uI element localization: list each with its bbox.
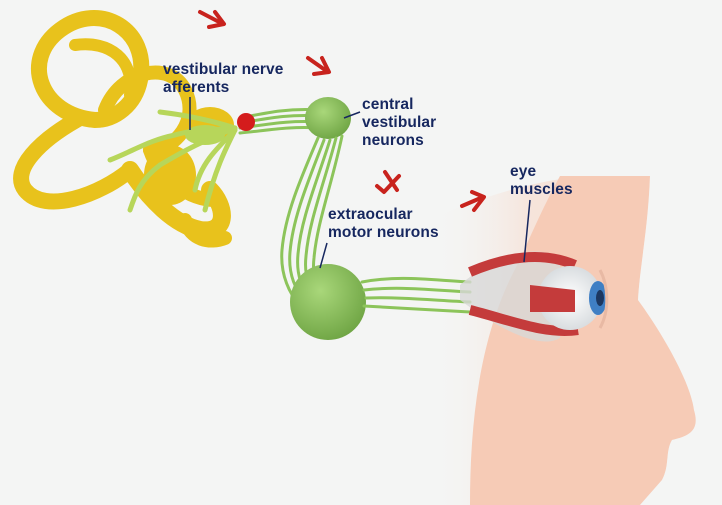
label-central-neurons: central vestibular neurons (362, 96, 436, 150)
label-line: vestibular (362, 114, 436, 132)
label-line: extraocular (328, 206, 439, 224)
label-line: vestibular nerve (163, 61, 284, 79)
label-eye-muscles: eye muscles (510, 163, 573, 199)
label-line: motor neurons (328, 224, 439, 242)
label-line: central (362, 96, 436, 114)
arrow-1 (200, 12, 224, 27)
arrow-3 (377, 172, 399, 192)
synapse-dot (237, 113, 255, 131)
face-profile-icon (430, 176, 722, 505)
label-line: muscles (510, 181, 573, 199)
label-line: afferents (163, 79, 284, 97)
label-line: neurons (362, 132, 436, 150)
arrow-2 (308, 58, 329, 74)
label-motor-neurons: extraocular motor neurons (328, 206, 439, 242)
extraocular-motor-nucleus (290, 264, 366, 340)
label-line: eye (510, 163, 573, 181)
label-vestibular-afferents: vestibular nerve afferents (163, 61, 284, 97)
